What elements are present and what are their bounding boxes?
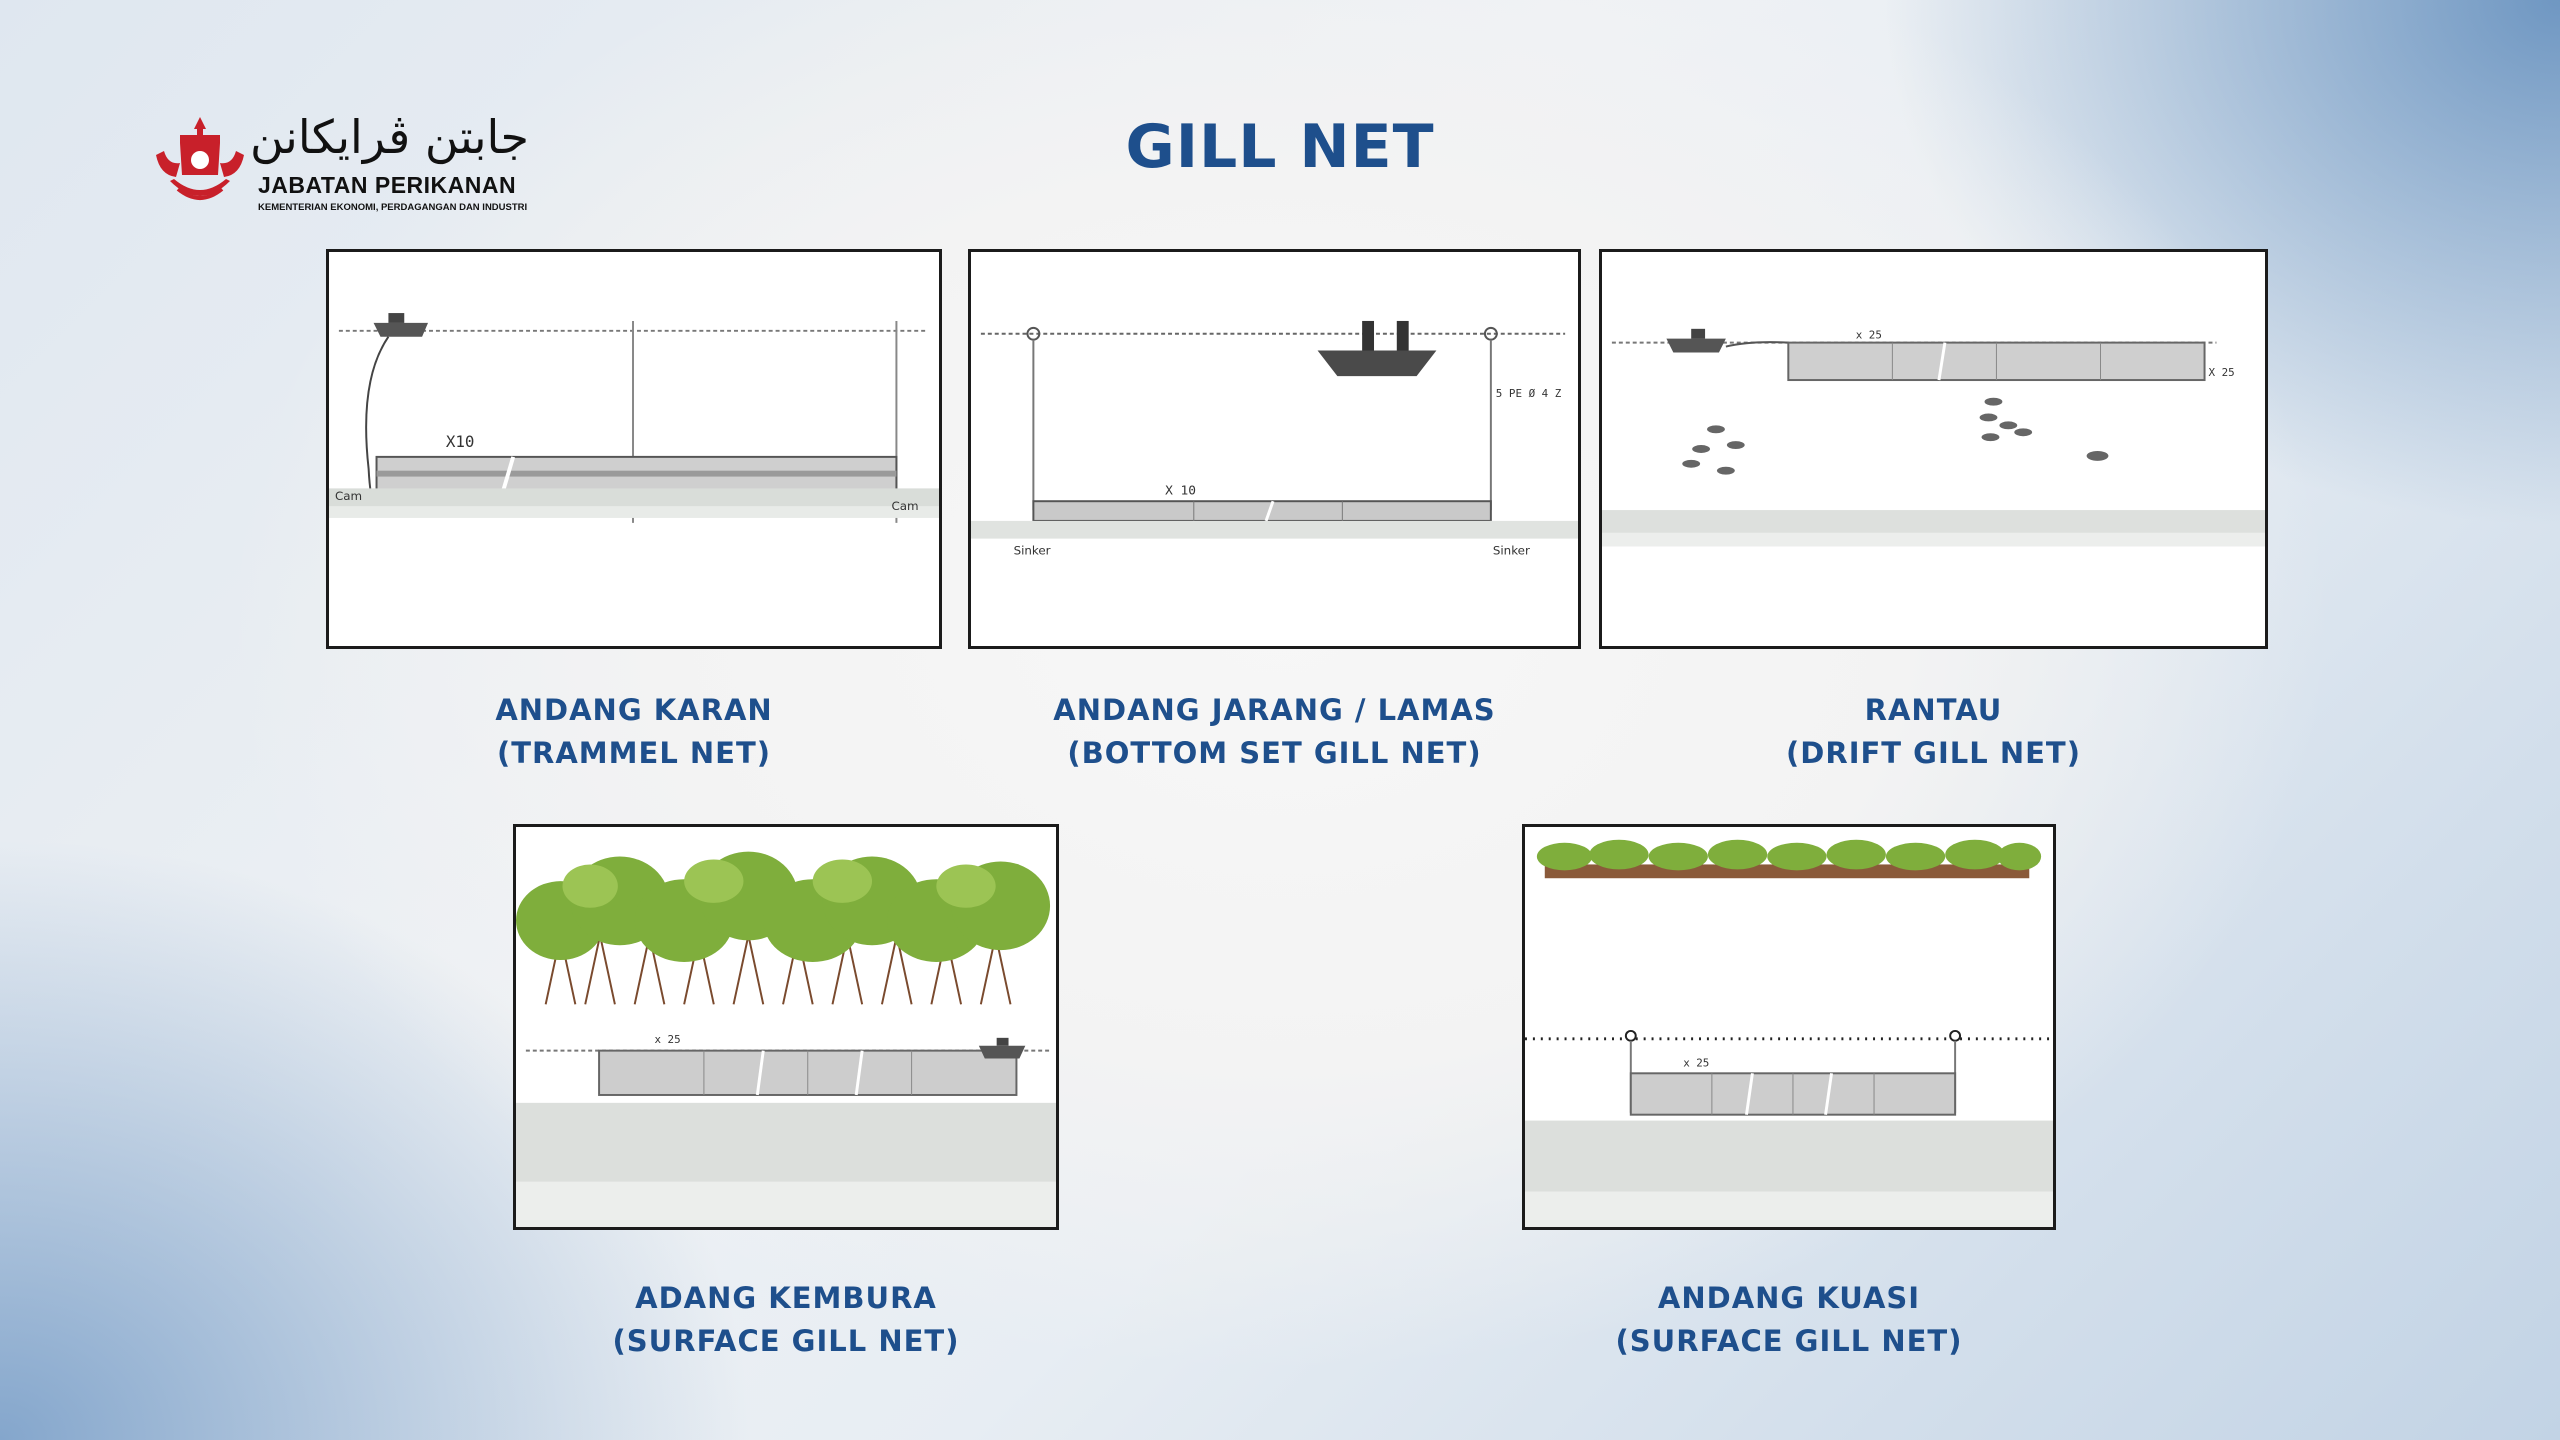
boat-icon [978,1045,1026,1059]
panel1-label-x10: X10 [446,432,475,451]
caption-type: (SURFACE GILL NET) [1615,1324,1963,1358]
panel5-label-x25: x 25 [1683,1056,1709,1069]
jabatan-perikanan-logo: جابتن ڤرايكانن JABATAN PERIKANAN KEMENTE… [150,110,530,220]
andang-karan-diagram: X10 Cam Cam [326,249,942,649]
mangrove-trees [516,851,1051,1005]
caption-name: ADANG KEMBURA [635,1281,937,1315]
adang-kembura-diagram: x 25 [513,824,1059,1230]
logo-name: JABATAN PERIKANAN [258,172,517,198]
panel1-label-cam-left: Cam [335,489,362,503]
panel3-label-right: X 25 [2209,366,2235,379]
rantau-diagram: x 25 X 25 [1599,249,2268,649]
boat-icon [1666,338,1726,353]
andang-kuasi-diagram: x 25 [1522,824,2056,1230]
andang-karan-caption: ANDANG KARAN (TRAMMEL NET) [326,689,942,775]
panel2-label-sinker-right: Sinker [1493,543,1530,557]
mangrove-strip [1536,839,2042,879]
boat-icon [1317,350,1437,377]
andang-jarang-lamas-caption: ANDANG JARANG / LAMAS (BOTTOM SET GILL N… [968,689,1581,775]
rantau-caption: RANTAU (DRIFT GILL NET) [1599,689,2268,775]
logo-arabic-text: جابتن ڤرايكانن [250,110,529,164]
boat-icon [373,322,429,337]
page-title: GILL NET [1125,112,1435,182]
caption-type: (BOTTOM SET GILL NET) [1067,736,1482,770]
panel1-label-cam-right: Cam [891,499,918,513]
panel4-label-x25: x 25 [654,1033,680,1046]
adang-kembura-caption: ADANG KEMBURA (SURFACE GILL NET) [513,1277,1059,1363]
crest-icon [156,117,244,200]
logo-subtitle: KEMENTERIAN EKONOMI, PERDAGANGAN DAN IND… [258,202,528,213]
caption-type: (TRAMMEL NET) [496,736,772,770]
andang-jarang-lamas-diagram: X 10 5 PE Ø 4 Z Sinker Sinker [968,249,1581,649]
caption-name: ANDANG KARAN [495,693,773,727]
caption-name: ANDANG KUASI [1657,1281,1921,1315]
panel2-label-x10: X 10 [1165,483,1196,498]
andang-kuasi-caption: ANDANG KUASI (SURFACE GILL NET) [1522,1277,2056,1363]
panel2-label-rope: 5 PE Ø 4 Z [1496,387,1562,400]
caption-type: (SURFACE GILL NET) [612,1324,960,1358]
caption-name: RANTAU [1864,693,2003,727]
panel3-label-top: x 25 [1856,329,1882,342]
caption-name: ANDANG JARANG / LAMAS [1053,693,1496,727]
panel2-label-sinker-left: Sinker [1014,543,1051,557]
caption-type: (DRIFT GILL NET) [1786,736,2081,770]
fish-icons [1682,397,2109,475]
